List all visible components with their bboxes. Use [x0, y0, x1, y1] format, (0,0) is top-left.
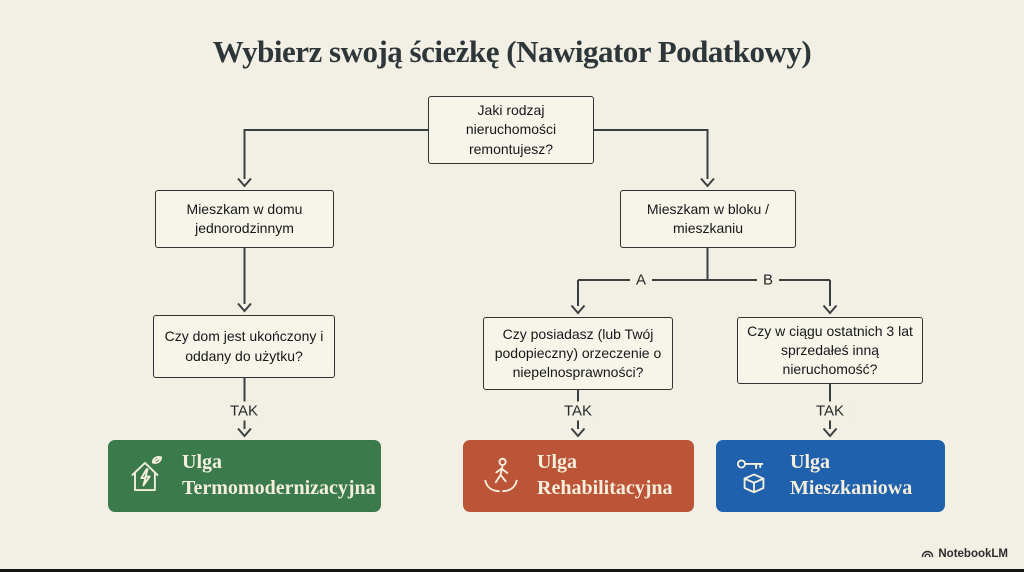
node-apartment-option: Mieszkam w bloku / mieszkaniu	[620, 190, 796, 248]
arrowhead	[237, 177, 252, 188]
result-label: Ulga Termomodernizacyjna	[182, 450, 376, 501]
node-sold-property-question: Czy w ciągu ostatnich 3 lat sprzedałeś i…	[737, 317, 923, 384]
arrowhead	[237, 427, 252, 438]
result-prefix: Ulga	[182, 451, 222, 474]
result-label: Ulga Mieszkaniowa	[790, 450, 912, 501]
result-prefix: Ulga	[537, 451, 577, 474]
yes-label: TAK	[223, 401, 265, 421]
page-title: Wybierz swoją ścieżkę (Nawigator Podatko…	[212, 34, 812, 69]
person-in-caring-hands-icon	[478, 453, 524, 499]
result-label: Ulga Rehabilitacyjna	[537, 450, 673, 501]
result-name: Mieszkaniowa	[790, 477, 913, 499]
connector-root-right	[594, 129, 709, 179]
notebooklm-watermark: NotebookLM	[921, 547, 1008, 560]
watermark-text: NotebookLM	[938, 547, 1008, 560]
arrowhead	[822, 427, 838, 438]
result-housing-relief: Ulga Mieszkaniowa	[716, 440, 945, 512]
arrowhead	[570, 427, 586, 438]
yes-label: TAK	[557, 401, 599, 421]
result-name: Rehabilitacyjna	[537, 477, 673, 499]
arrowhead	[237, 302, 252, 313]
arrowhead	[822, 304, 838, 315]
bottom-border-bar	[0, 569, 1024, 572]
result-thermo-relief: Ulga Termomodernizacyjna	[108, 440, 381, 512]
connector-root-left	[243, 129, 428, 179]
node-house-option: Mieszkam w domu jednorodzinnym	[155, 190, 334, 248]
key-and-box-icon	[731, 453, 777, 499]
result-prefix: Ulga	[790, 451, 830, 474]
notebooklm-logo-icon	[922, 550, 934, 558]
result-rehab-relief: Ulga Rehabilitacyjna	[463, 440, 694, 512]
result-name: Termomodernizacyjna	[182, 477, 376, 499]
node-house-completed-question: Czy dom jest ukończony i oddany do użytk…	[153, 315, 335, 378]
yes-label: TAK	[809, 401, 851, 421]
arrowhead	[570, 304, 586, 315]
branch-label-a: A	[629, 270, 653, 290]
branch-label-b: B	[756, 270, 780, 290]
arrowhead	[700, 177, 715, 188]
node-disability-question: Czy posiadasz (lub Twój podopieczny) orz…	[483, 317, 673, 390]
eco-house-lightning-icon	[123, 453, 169, 499]
node-root-question: Jaki rodzaj nieruchomości remontujesz?	[428, 96, 594, 164]
